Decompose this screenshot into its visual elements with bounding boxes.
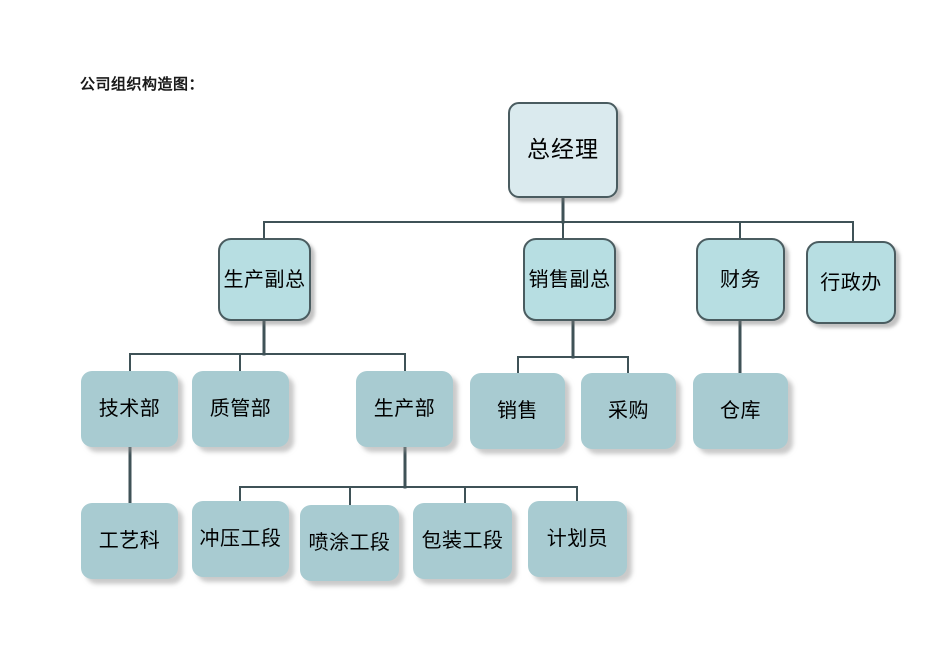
node-painting-section[interactable]: 喷涂工段	[300, 505, 399, 581]
page-title: 公司组织构造图：	[80, 75, 205, 93]
node-purchasing[interactable]: 采购	[581, 373, 676, 449]
node-quality-dept[interactable]: 质管部	[192, 371, 289, 447]
node-planner[interactable]: 计划员	[528, 501, 627, 577]
node-admin-office[interactable]: 行政办	[806, 241, 896, 324]
node-process-section[interactable]: 工艺科	[81, 503, 178, 579]
node-finance[interactable]: 财务	[696, 238, 785, 321]
node-sales[interactable]: 销售	[470, 373, 565, 449]
node-technology-dept[interactable]: 技术部	[81, 371, 178, 447]
node-production-dept[interactable]: 生产部	[356, 371, 453, 447]
node-packaging-section[interactable]: 包装工段	[413, 503, 512, 579]
node-general-manager[interactable]: 总经理	[508, 102, 618, 198]
node-production-vp[interactable]: 生产副总	[218, 238, 311, 321]
node-sales-vp[interactable]: 销售副总	[523, 238, 616, 321]
node-stamping-section[interactable]: 冲压工段	[192, 501, 289, 577]
node-warehouse[interactable]: 仓库	[693, 373, 788, 449]
